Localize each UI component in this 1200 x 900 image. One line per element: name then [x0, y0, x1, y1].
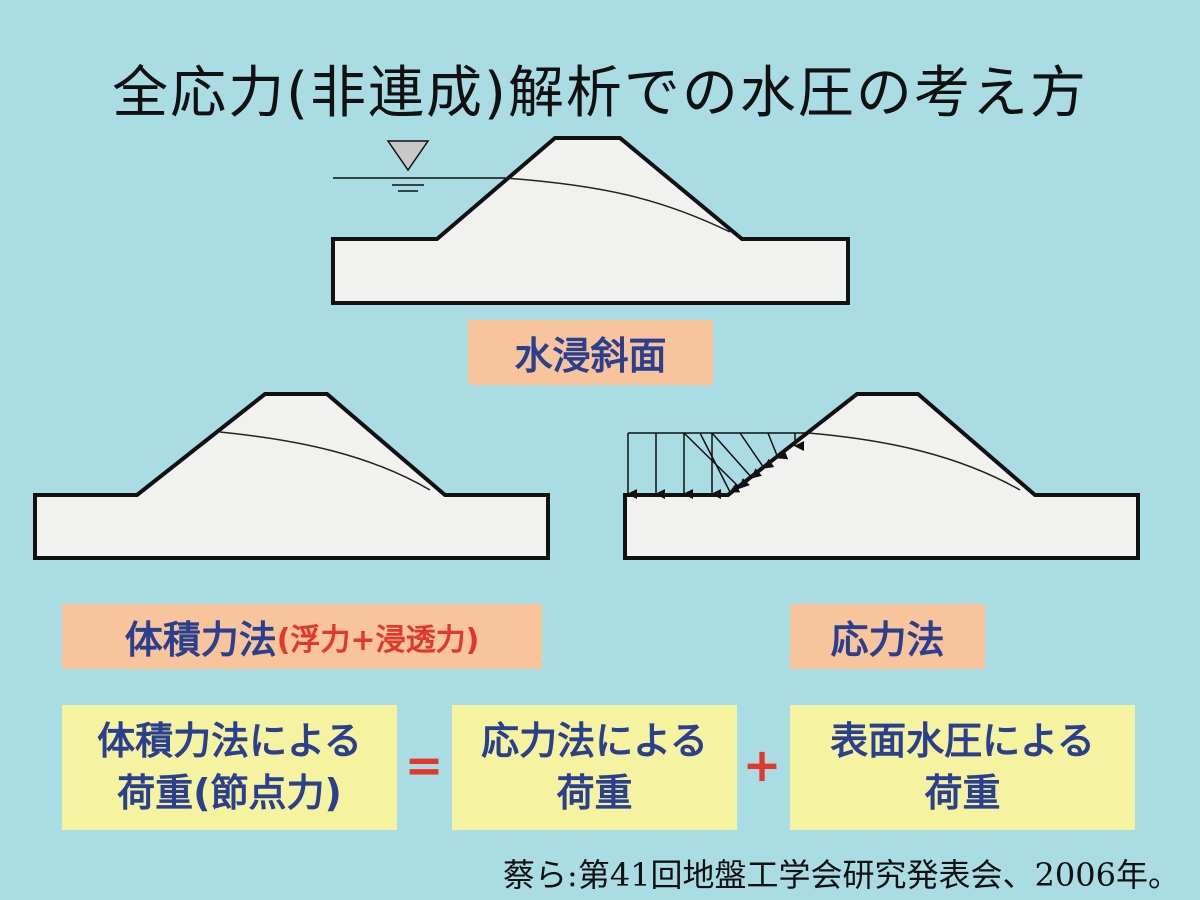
water-level-icon: [386, 140, 430, 172]
equals-sign: =: [404, 738, 444, 792]
label-stress-method: 応力法: [790, 604, 985, 669]
plus-sign: +: [742, 738, 782, 792]
box-body-force-load: 体積力法による 荷重(節点力): [62, 705, 397, 830]
label-submerged-slope: 水浸斜面: [468, 320, 713, 385]
body-force-method-text: 体積力法: [124, 618, 277, 662]
slide-title: 全応力(非連成)解析での水圧の考え方: [112, 61, 1088, 126]
body-force-note: (浮力+浸透力): [276, 622, 480, 658]
embankment-top: [331, 136, 850, 305]
label-body-force-method: 体積力法 (浮力+浸透力): [62, 604, 542, 669]
citation: 蔡ら:第41回地盤工学会研究発表会、2006年。: [503, 856, 1180, 894]
phreatic-line-top: [504, 177, 731, 233]
embankment-body-force: [33, 392, 550, 560]
box-body-force-line2: 荷重(節点力): [117, 770, 342, 815]
box-stress-line2: 荷重: [556, 770, 633, 815]
phreatic-line-left: [219, 431, 431, 491]
box-stress-line1: 応力法による: [481, 719, 708, 764]
box-stress-load: 応力法による 荷重: [452, 705, 737, 830]
embankment-stress: [623, 392, 1140, 560]
phreatic-line-right: [807, 432, 1021, 491]
surface-pressure-arrows: [627, 432, 808, 499]
box-surface-pressure-load: 表面水圧による 荷重: [790, 705, 1135, 830]
box-body-force-line1: 体積力法による: [97, 719, 362, 764]
box-surface-line2: 荷重: [924, 770, 1001, 815]
box-surface-line1: 表面水圧による: [830, 719, 1095, 764]
